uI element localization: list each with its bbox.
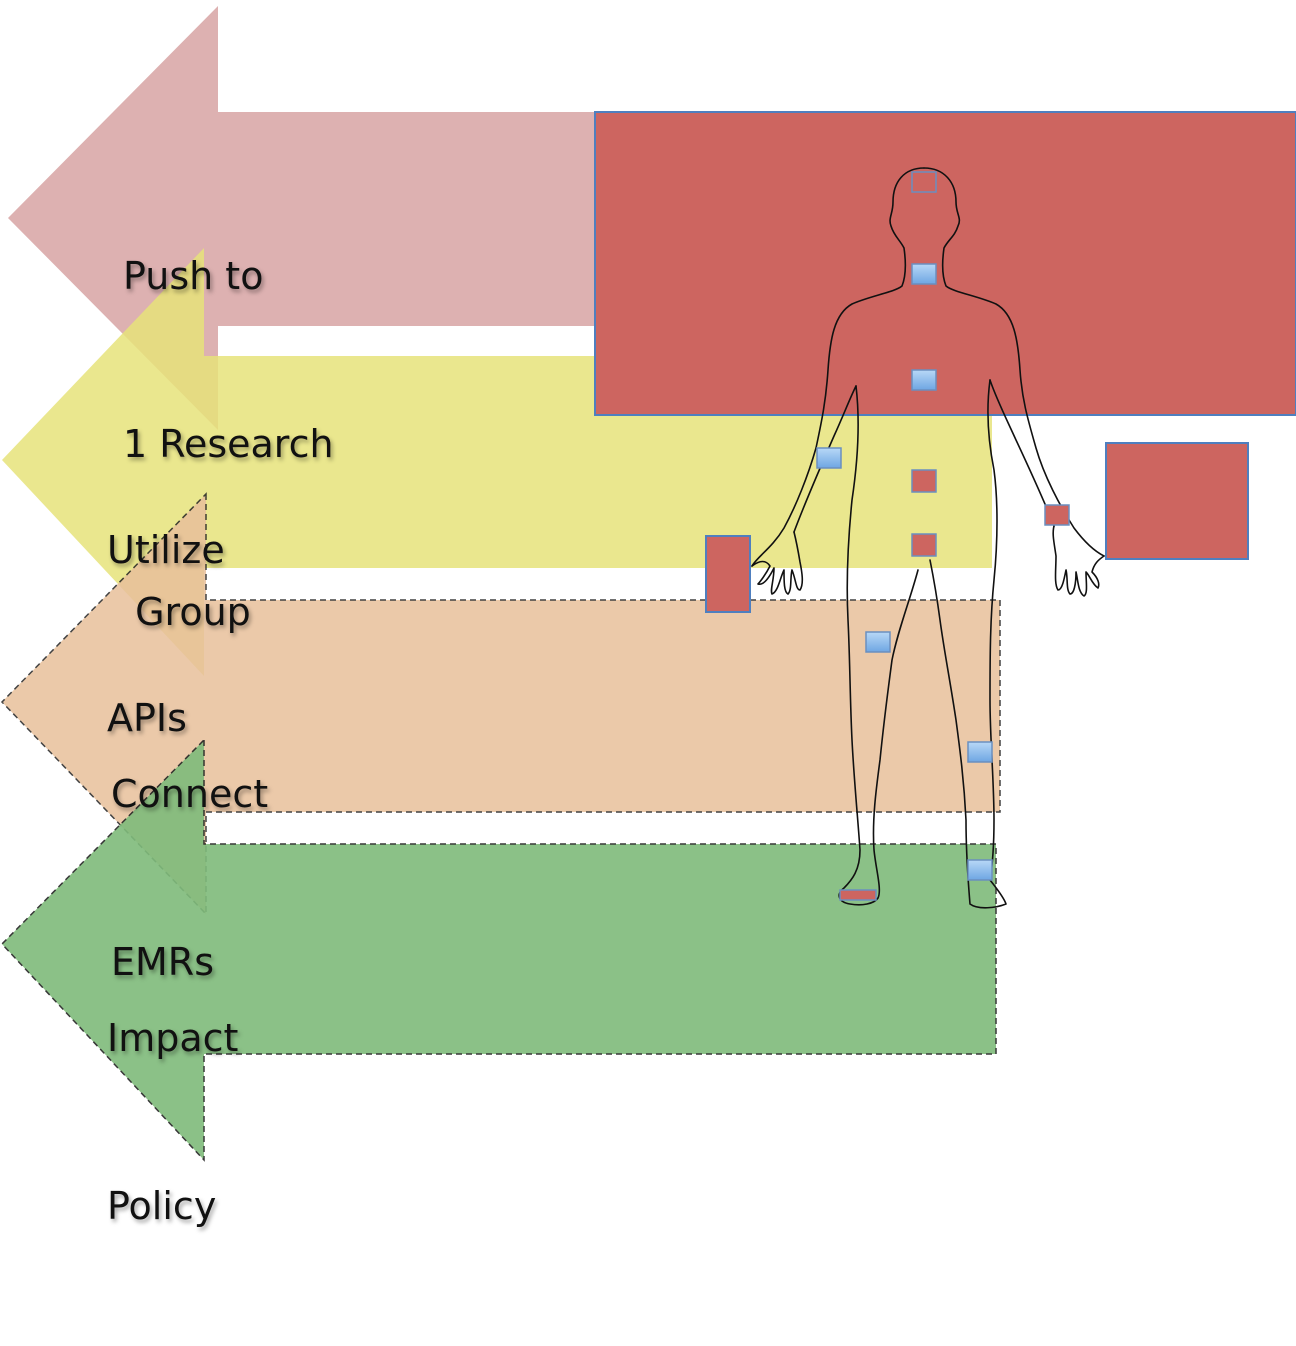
diagram-svg [0,6,1296,1162]
red-box-left [705,535,751,613]
utilize-arrow [2,248,992,676]
marker-head [911,171,937,193]
connect-arrow [0,492,1001,916]
marker-left-foot [839,889,877,901]
push-label-line-1: Push to [123,254,264,298]
impact-label-line-2: Policy [107,1184,217,1228]
utilize-label-line-2: APIs [107,696,187,740]
blue-markers [816,171,1070,901]
impact-arrow [0,738,997,1162]
connect-label: Connect EMRs [111,654,268,1102]
utilize-label: Utilize APIs [107,410,225,858]
push-label-line-3: Group [123,590,251,634]
red-box-top [594,111,1296,416]
push-label: Push to 1 Research Group [123,136,334,752]
push-label-line-2: 1 Research [123,422,334,466]
marker-left-arm [816,447,842,469]
connect-label-line-2: EMRs [111,940,214,984]
marker-belly [911,469,937,493]
diagram-canvas: Push to 1 Research Group Utilize APIs Co… [0,6,1296,1228]
connect-label-line-1: Connect [111,772,269,816]
marker-pelvis [911,533,937,557]
red-box-right [1105,442,1249,560]
marker-thigh [865,631,891,653]
marker-chest [911,369,937,391]
marker-neck [911,263,937,285]
impact-label-line-1: Impact [107,1016,239,1060]
impact-label: Impact Policy [107,898,238,1346]
utilize-label-line-1: Utilize [107,528,225,572]
marker-right-ankle [967,859,993,881]
marker-right-knee [967,741,993,763]
marker-right-wrist [1044,504,1070,526]
